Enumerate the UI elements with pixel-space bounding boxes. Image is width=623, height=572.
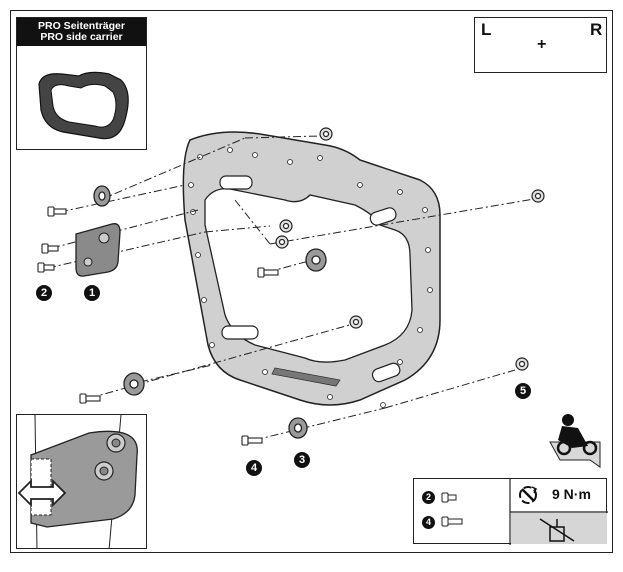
product-info-box: PRO Seitenträger PRO side carrier <box>16 17 147 150</box>
part-badge-2: 2 <box>36 285 52 301</box>
bolt-lower-left <box>79 393 101 404</box>
detail-bolt-upper <box>106 433 126 453</box>
nut-right-upper <box>531 189 545 203</box>
bolt-4 <box>241 435 263 446</box>
bolt-icon-4 <box>441 516 463 527</box>
detail-bolt-lower <box>94 461 114 481</box>
frame-mounting-holes <box>188 147 433 408</box>
bolts <box>37 206 279 446</box>
diagram-frame <box>10 10 613 553</box>
right-side-label: R <box>590 20 603 39</box>
nut-inner-2 <box>275 235 289 249</box>
spacer-mid <box>305 248 327 272</box>
direction-arrow-icon <box>17 478 67 508</box>
bolt-mid <box>257 267 279 278</box>
part-badge-4: 4 <box>246 460 262 476</box>
frame-slot-bottom-right <box>371 362 401 383</box>
no-lubricant-icon <box>539 518 575 542</box>
nut-right-lower <box>515 357 529 371</box>
left-side-label: L <box>481 20 492 39</box>
spacer-top <box>93 185 111 207</box>
side-indicator-box: L + R <box>474 17 607 73</box>
torque-item-badge-2: 2 <box>422 491 435 504</box>
product-title: PRO Seitenträger PRO side carrier <box>17 18 146 46</box>
bolt-icon-2 <box>441 492 457 503</box>
part-badge-3: 3 <box>294 452 310 468</box>
product-title-de: PRO Seitenträger <box>38 20 125 32</box>
spacer-bushings <box>93 185 327 439</box>
detail-inset-box <box>16 414 147 549</box>
frame-slot-bottom-left <box>221 325 259 340</box>
brand-logo-plate <box>271 367 341 387</box>
rider-mounted-icon <box>549 414 601 468</box>
part-badge-1: 1 <box>84 285 100 301</box>
adapter-bracket <box>75 223 121 277</box>
bolt-2a <box>41 243 59 254</box>
part-badge-5: 5 <box>515 383 531 399</box>
lock-nuts <box>275 127 545 371</box>
torque-grid <box>441 479 608 545</box>
plus-sign: + <box>537 36 547 53</box>
product-title-en: PRO side carrier <box>40 31 123 43</box>
bracket-detail-drawing <box>30 415 138 548</box>
bolt-top-left <box>47 206 67 217</box>
torque-item-badge-4: 4 <box>422 516 435 529</box>
carrier-thumbnail <box>38 71 129 140</box>
nut-top <box>319 127 333 141</box>
torque-spec-box: 2 4 9 N·m <box>413 478 608 545</box>
frame-slot-top-right <box>369 207 397 226</box>
torque-value: 9 N·m <box>552 486 591 502</box>
bolt-2b <box>37 262 55 273</box>
frame-slot-top-left <box>219 175 253 190</box>
spacer-lower-left <box>123 372 145 396</box>
nut-inner-1 <box>279 219 293 233</box>
spacer-bottom <box>288 417 308 439</box>
torque-wrench-icon <box>519 486 538 504</box>
nut-center <box>349 315 363 329</box>
